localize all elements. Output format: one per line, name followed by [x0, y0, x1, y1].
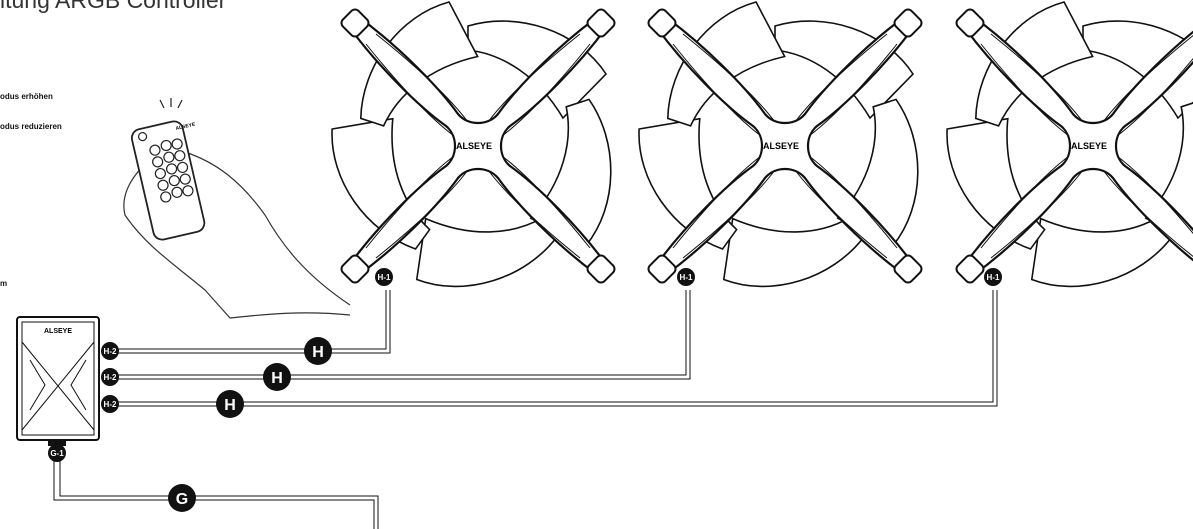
cable-h-label-3: H: [216, 390, 244, 418]
note-fragment: m: [0, 279, 8, 288]
note-increase-mode: odus erhöhen: [0, 92, 53, 101]
fan-brand: ALSEYE: [1071, 141, 1107, 151]
cable-g-label: G: [168, 484, 196, 512]
fan-3-port: H-1: [984, 268, 1002, 286]
port-label: H-1: [987, 273, 1000, 282]
cable-h-label-2: H: [263, 363, 291, 391]
port-label: G-1: [50, 449, 64, 458]
remote-brand: ALSEYE: [175, 121, 196, 131]
port-h2-3: H-2: [101, 395, 119, 413]
argb-controller: ALSEYE: [16, 316, 100, 446]
cable-label: H: [271, 370, 283, 387]
port-label: H-2: [104, 373, 117, 382]
cable-label: G: [176, 491, 188, 508]
fan-1: ALSEYE: [300, 0, 638, 324]
port-h2-1: H-2: [101, 342, 119, 360]
cable-label: H: [224, 397, 236, 414]
port-label: H-2: [104, 400, 117, 409]
port-label: H-1: [680, 273, 693, 282]
fan-2: ALSEYE: [607, 0, 945, 324]
port-g1: G-1: [48, 444, 66, 462]
controller-brand: ALSEYE: [44, 328, 72, 335]
port-label: H-2: [104, 347, 117, 356]
page-title: itung ARGB Controller: [0, 0, 227, 13]
port-label: H-1: [378, 273, 391, 282]
note-reduce-mode: odus reduzieren: [0, 122, 62, 131]
port-h2-2: H-2: [101, 368, 119, 386]
fan-1-port: H-1: [375, 268, 393, 286]
fan-brand: ALSEYE: [456, 141, 492, 151]
fan-2-port: H-1: [677, 268, 695, 286]
fan-brand: ALSEYE: [763, 141, 799, 151]
remote-control: ALSEYE: [123, 98, 351, 319]
fan-3: ALSEYE: [915, 0, 1193, 324]
cable-h-label-1: H: [304, 337, 332, 365]
cable-label: H: [312, 344, 324, 361]
cables: [53, 290, 998, 529]
